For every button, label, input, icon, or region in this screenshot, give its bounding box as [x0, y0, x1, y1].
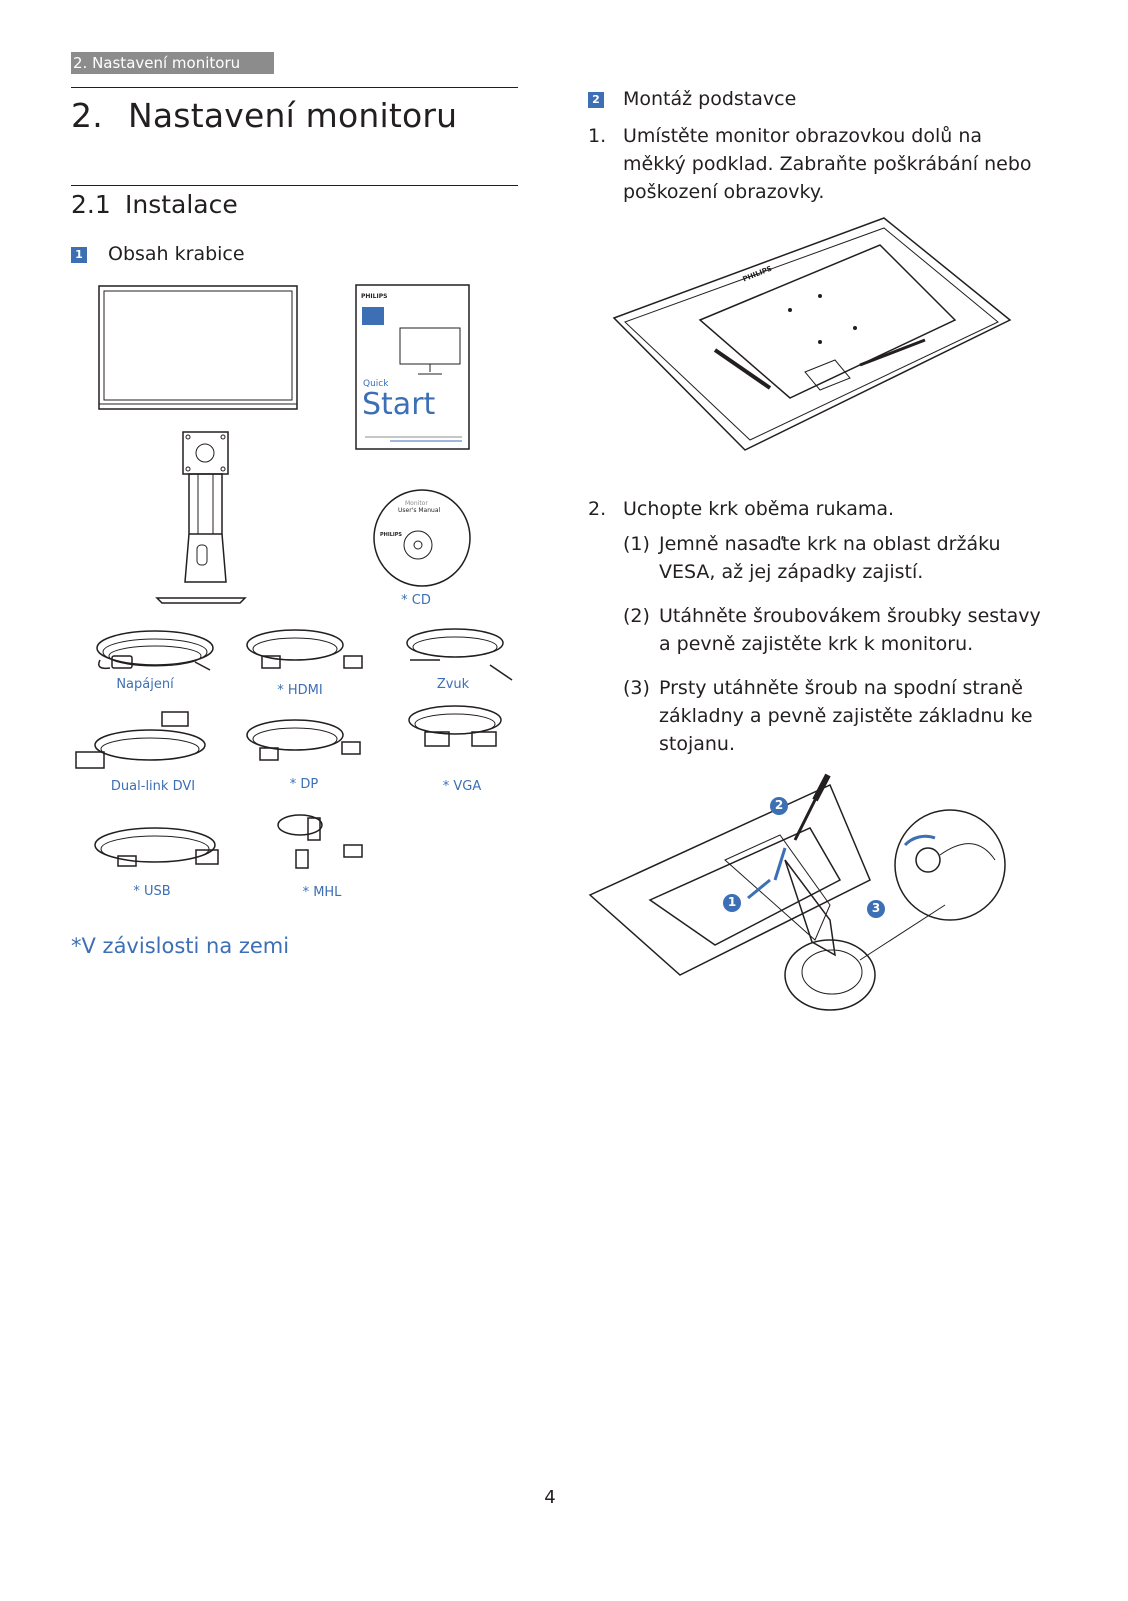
box-contents-badge: 1 — [71, 247, 87, 263]
substep3-line1: Prsty utáhněte šroub na spodní straně — [659, 677, 1023, 699]
substep1-text: Jemně nasaďte krk na oblast držáku VESA,… — [659, 530, 1049, 586]
substep3-line3: stojanu. — [659, 733, 736, 755]
caption-vga: * VGA — [442, 779, 482, 794]
substep2-line2: a pevně zajistěte krk k monitoru. — [659, 633, 974, 655]
substep1-number: (1) — [623, 533, 650, 555]
callout-2-badge — [770, 797, 788, 815]
power-cable-drawing — [96, 630, 214, 671]
cd-line1: Monitor — [405, 500, 428, 507]
chapter-title-text: Nastavení monitoru — [128, 96, 458, 135]
stand-assembly-drawing — [588, 773, 1006, 1011]
caption-dp: * DP — [289, 777, 319, 792]
substep3-text: Prsty utáhněte šroub na spodní straně zá… — [659, 674, 1049, 758]
caption-mhl: * MHL — [302, 885, 342, 900]
caption-dvi: Dual-link DVI — [110, 779, 196, 794]
cd-brand: PHILIPS — [380, 532, 403, 538]
audio-cable-drawing — [406, 628, 513, 681]
page-number: 4 — [544, 1487, 556, 1508]
caption-hdmi: * HDMI — [277, 683, 323, 698]
mhl-cable-drawing — [277, 814, 363, 869]
quick-start-brand: PHILIPS — [361, 293, 388, 300]
substep1-line2: VESA, až jej západky zajistí. — [659, 561, 924, 583]
stand-neck-drawing — [155, 431, 247, 604]
cd-line2: User's Manual — [398, 507, 441, 514]
caption-power: Napájení — [116, 677, 174, 692]
country-note: *V závislosti na zemi — [71, 934, 290, 958]
caption-usb: * USB — [133, 884, 171, 899]
quick-start-start: Start — [362, 387, 436, 422]
substep2-text: Utáhněte šroubovákem šroubky sestavy a p… — [659, 602, 1079, 658]
vga-cable-drawing — [408, 705, 502, 747]
cd-drawing — [373, 489, 471, 587]
chapter-rule-top — [71, 87, 518, 88]
callout-3-label: 3 — [871, 901, 881, 915]
section-title: 2.1 Instalace — [71, 190, 238, 219]
callout-1-badge — [723, 894, 741, 912]
section-rule — [71, 185, 518, 186]
step1-line3: poškození obrazovky. — [623, 181, 825, 203]
callout-3-badge — [867, 900, 885, 918]
step1-number: 1. — [588, 125, 607, 147]
box-contents-title: Obsah krabice — [108, 243, 245, 265]
quick-start-booklet-drawing — [355, 284, 470, 450]
substep1-line1: Jemně nasaďte krk na oblast držáku — [659, 533, 1001, 555]
monitor-face-down-drawing — [612, 217, 1012, 451]
step2-number: 2. — [588, 498, 607, 520]
running-header: 2. Nastavení monitoru — [71, 52, 274, 74]
substep3-number: (3) — [623, 677, 650, 699]
substep3-line2: základny a pevně zajistěte základnu ke — [659, 705, 1033, 727]
hdmi-cable-drawing — [246, 629, 363, 669]
dp-cable-drawing — [246, 719, 361, 761]
section-number: 2.1 — [71, 190, 111, 219]
caption-audio: Zvuk — [436, 677, 470, 692]
dvi-cable-drawing — [75, 711, 206, 769]
callout-2-label: 2 — [774, 798, 784, 812]
monitor-front-drawing — [98, 285, 298, 410]
substep2-line1: Utáhněte šroubovákem šroubky sestavy — [659, 605, 1041, 627]
chapter-title: 2. Nastavení monitoru — [71, 96, 457, 135]
step2-text: Uchopte krk oběma rukama. — [623, 498, 895, 520]
stand-assembly-title: Montáž podstavce — [623, 88, 797, 110]
step1-line2: měkký podklad. Zabraňte poškrábání nebo — [623, 153, 1032, 175]
usb-cable-drawing — [94, 827, 219, 867]
stand-assembly-badge: 2 — [588, 92, 604, 108]
substep2-number: (2) — [623, 605, 650, 627]
caption-cd: * CD — [401, 593, 431, 608]
chapter-number: 2. — [71, 96, 103, 135]
section-title-text: Instalace — [125, 190, 238, 219]
quick-start-quick: Quick — [363, 379, 389, 389]
step1-line1: Umístěte monitor obrazovkou dolů na — [623, 125, 983, 147]
step1-text: Umístěte monitor obrazovkou dolů na měkk… — [623, 122, 1043, 206]
callout-1-label: 1 — [727, 895, 737, 909]
